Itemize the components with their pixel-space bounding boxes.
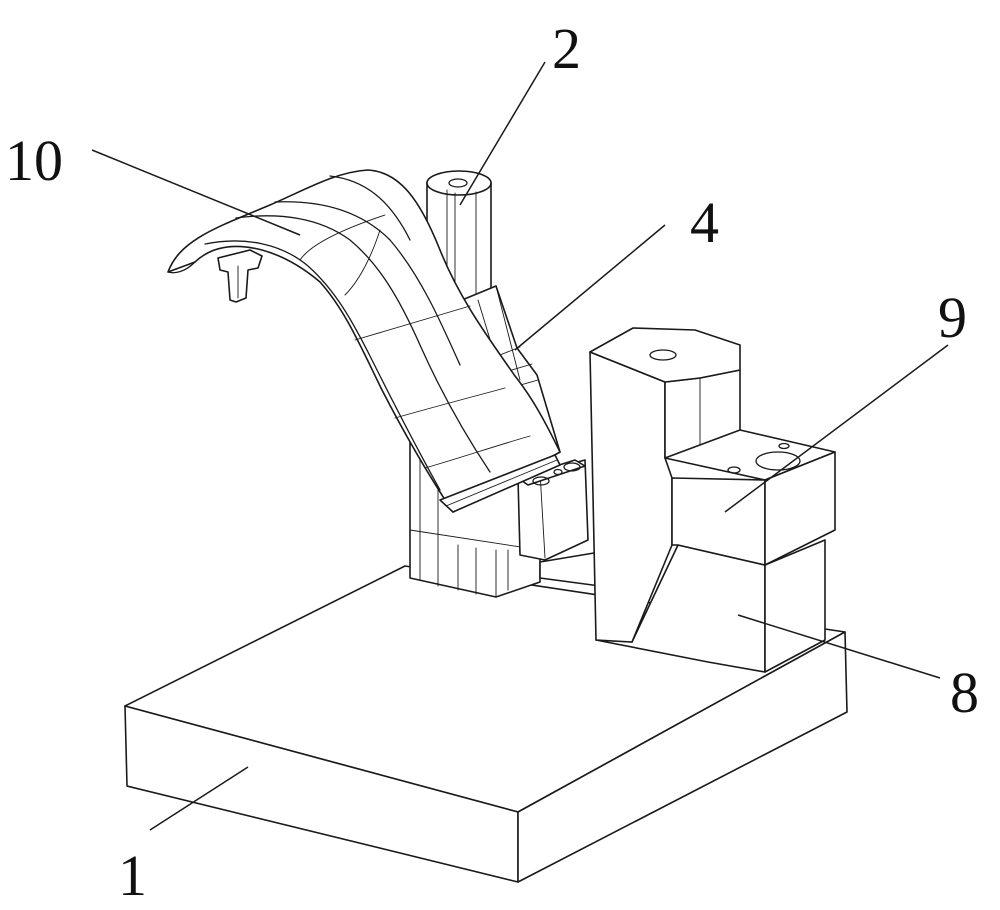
leader-line-2 xyxy=(460,62,545,205)
label-2: 2 xyxy=(552,16,581,81)
post-top-face xyxy=(427,171,491,195)
workpiece-tab xyxy=(218,250,262,302)
label-1: 1 xyxy=(118,843,147,908)
leader-line-10 xyxy=(92,150,300,235)
label-4: 4 xyxy=(690,190,719,255)
leader-line-9 xyxy=(725,345,948,512)
label-8: 8 xyxy=(950,660,979,725)
label-10: 10 xyxy=(5,128,63,193)
label-9: 9 xyxy=(938,285,967,350)
